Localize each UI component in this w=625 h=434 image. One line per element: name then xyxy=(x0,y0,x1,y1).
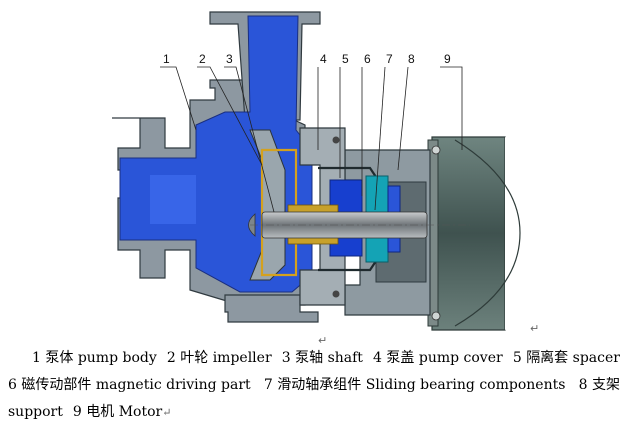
legend-line-2: 6 磁传动部件 magnetic driving part 7 滑动轴承组件 S… xyxy=(8,372,620,399)
legend-item-1: 1 泵体 pump body xyxy=(32,350,157,366)
callout-8: 8 xyxy=(408,52,415,66)
paragraph-mark: ↵ xyxy=(530,322,540,335)
legend-line-1: 1 泵体 pump body 2 叶轮 impeller 3 泵轴 shaft … xyxy=(8,345,620,372)
callout-3: 3 xyxy=(226,52,233,66)
legend-line-3: support 9 电机 Motor↵ xyxy=(8,399,620,426)
legend-item-2: 2 叶轮 impeller xyxy=(166,350,272,366)
shaft xyxy=(248,211,470,239)
callout-labels: 1 2 3 4 5 6 7 8 9 xyxy=(163,52,451,66)
legend-item-6: 6 磁传动部件 magnetic driving part xyxy=(8,377,251,393)
legend-item-8: 8 支架 xyxy=(578,377,620,393)
pump-cross-section-diagram: 1 2 3 4 5 6 7 8 9 xyxy=(112,11,560,331)
motor xyxy=(427,136,560,331)
legend-item-9: 9 电机 Motor↵ xyxy=(72,404,172,420)
legend-item-8-cont: support xyxy=(8,404,63,420)
callout-4: 4 xyxy=(320,52,327,66)
legend-item-7: 7 滑动轴承组件 Sliding bearing components xyxy=(263,377,566,393)
callout-2: 2 xyxy=(199,52,206,66)
callout-5: 5 xyxy=(342,52,349,66)
callout-9: 9 xyxy=(444,52,451,66)
legend-item-5: 5 隔离套 spacer xyxy=(512,350,620,366)
callout-1: 1 xyxy=(163,52,170,66)
legend-caption: 1 泵体 pump body 2 叶轮 impeller 3 泵轴 shaft … xyxy=(8,345,620,426)
paragraph-mark: ↵ xyxy=(318,334,328,347)
callout-6: 6 xyxy=(364,52,371,66)
legend-item-3: 3 泵轴 shaft xyxy=(281,350,363,366)
callout-7: 7 xyxy=(386,52,393,66)
legend-item-4: 4 泵盖 pump cover xyxy=(373,350,503,366)
callout-leaders xyxy=(160,66,463,213)
